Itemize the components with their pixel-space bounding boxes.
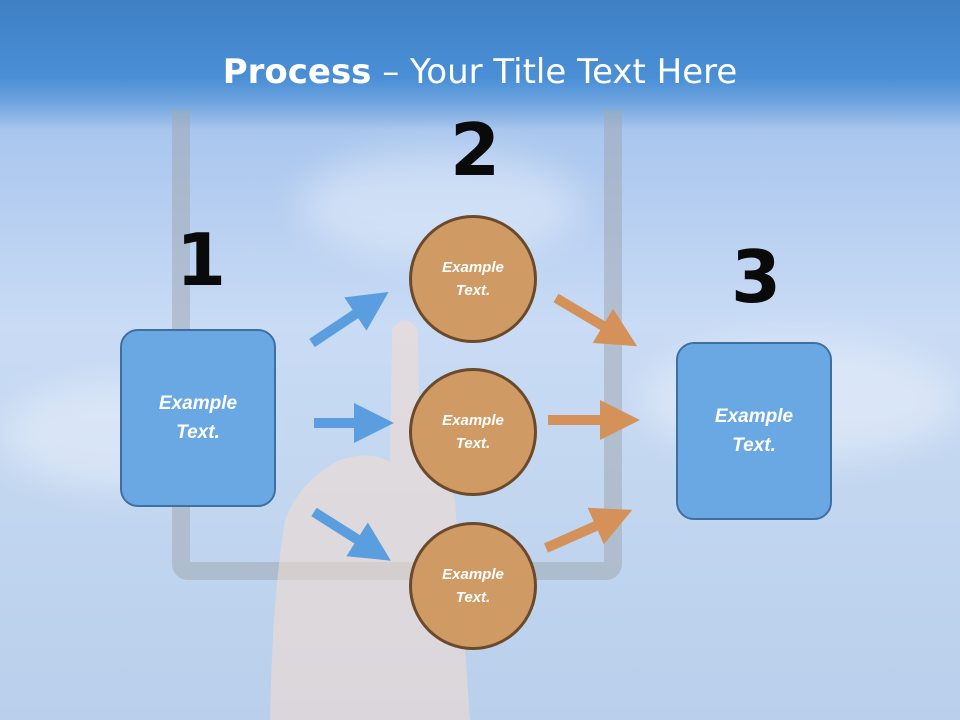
- circle-middle-line1: Example: [442, 412, 504, 429]
- title-bar: [0, 0, 960, 130]
- circle-top-line1: Example: [442, 259, 504, 276]
- circle-top-line2: Text.: [455, 282, 491, 299]
- slide-title: Process – Your Title Text Here: [0, 52, 960, 92]
- step-number-1: 1: [176, 218, 227, 302]
- circle-bottom-line1: Example: [442, 566, 504, 583]
- step-number-2: 2: [450, 108, 501, 192]
- title-bold: Process: [222, 52, 372, 92]
- left-box-line1: Example: [158, 393, 238, 414]
- circle-bottom-line2: Text.: [455, 589, 491, 606]
- arrow-orange-down: [553, 293, 638, 347]
- step-number-3: 3: [731, 235, 782, 319]
- arrow-blue-down: [311, 507, 391, 561]
- right-box-line2: Text.: [732, 435, 776, 456]
- title-rest: – Your Title Text Here: [371, 52, 738, 92]
- arrow-orange-up: [543, 507, 633, 553]
- right-box-line1: Example: [714, 406, 794, 427]
- arrow-blue-up: [309, 291, 389, 348]
- left-box-line2: Text.: [176, 422, 220, 443]
- circle-middle-line2: Text.: [455, 435, 491, 452]
